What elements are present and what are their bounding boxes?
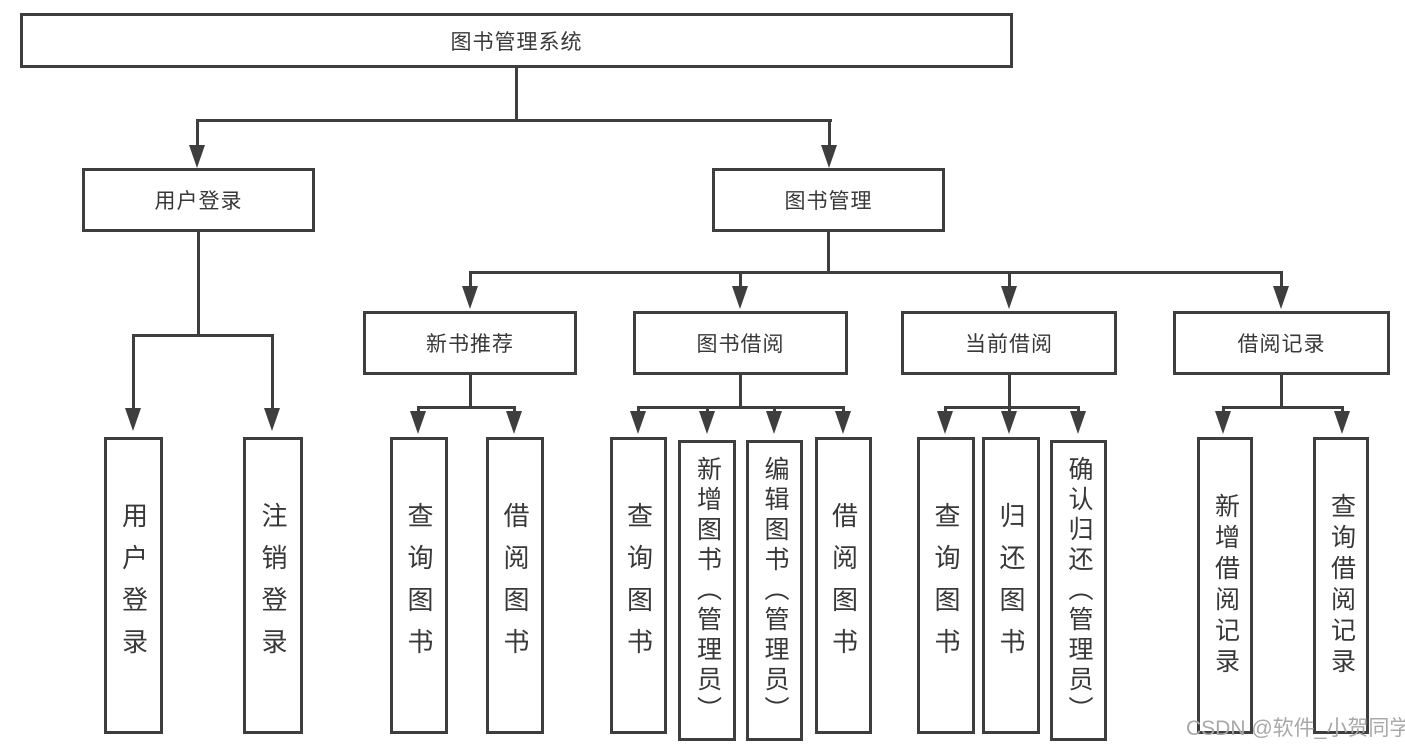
connector-line [132, 334, 274, 337]
node-new-book-recommendation: 新书推荐 [363, 311, 577, 375]
node-label: 图书借阅 [696, 333, 785, 356]
connector-line [469, 271, 1283, 274]
leaf-add-borrow-record: 新增借阅记录 [1197, 437, 1253, 734]
arrow-down-icon [1070, 411, 1086, 434]
arrow-down-icon [189, 145, 205, 168]
connector-line [515, 68, 518, 120]
connector-line [1222, 406, 1225, 414]
arrow-down-icon [410, 411, 426, 434]
node-label: 借阅记录 [1237, 333, 1326, 356]
leaf-label: 查询借阅记录 [1327, 492, 1356, 679]
node-label: 图书管理 [784, 190, 873, 213]
node-root: 图书管理系统 [20, 13, 1013, 68]
arrow-down-icon [264, 408, 280, 431]
connector-line [827, 232, 830, 274]
leaf-label: 查询图书 [623, 501, 654, 670]
connector-line [271, 334, 274, 408]
connector-line [1280, 375, 1283, 409]
connector-line [1008, 271, 1011, 287]
arrow-down-icon [1334, 411, 1350, 434]
leaf-label: 注销登录 [258, 501, 288, 670]
connector-line [417, 406, 420, 414]
leaf-query-books-current: 查询图书 [917, 437, 975, 734]
connector-line [773, 406, 776, 414]
connector-line [1077, 406, 1080, 414]
connector-line [944, 406, 947, 414]
leaf-borrow-books-recommend: 借阅图书 [486, 437, 544, 734]
connector-line [132, 334, 135, 408]
connector-line [196, 119, 199, 147]
leaf-label: 用户登录 [118, 501, 149, 670]
arrow-down-icon [1215, 411, 1231, 434]
node-book-management: 图书管理 [712, 168, 945, 232]
leaf-edit-books-admin: 编辑图书（管理员） [746, 440, 803, 741]
node-book-borrowing: 图书借阅 [633, 311, 848, 375]
node-label: 当前借阅 [965, 333, 1053, 356]
arrow-down-icon [821, 145, 837, 168]
connector-line [1280, 271, 1283, 287]
leaf-label: 归还图书 [996, 501, 1026, 670]
connector-line [196, 119, 832, 122]
leaf-query-books-recommend: 查询图书 [390, 437, 448, 734]
connector-line [469, 375, 472, 409]
node-current-borrowing: 当前借阅 [901, 311, 1117, 375]
node-user-login: 用户登录 [82, 168, 315, 232]
connector-line [944, 406, 1080, 409]
leaf-label: 确认归还（管理员） [1065, 455, 1093, 726]
arrow-down-icon [766, 411, 782, 434]
node-label: 新书推荐 [426, 333, 514, 356]
arrow-down-icon [462, 286, 478, 309]
leaf-return-books: 归还图书 [982, 437, 1040, 734]
leaf-confirm-return-admin: 确认归还（管理员） [1050, 440, 1107, 741]
leaf-add-books-admin: 新增图书（管理员） [678, 440, 736, 741]
leaf-label: 编辑图书（管理员） [761, 455, 789, 726]
leaf-label: 新增借阅记录 [1211, 492, 1240, 679]
leaf-label: 查询图书 [931, 501, 961, 670]
connector-line [1222, 406, 1344, 409]
arrow-down-icon [1001, 411, 1017, 434]
connector-line [637, 406, 640, 414]
arrow-down-icon [630, 411, 646, 434]
connector-line [197, 232, 200, 336]
arrow-down-icon [125, 408, 141, 431]
connector-line [739, 375, 742, 409]
arrow-down-icon [699, 411, 715, 434]
connector-line [417, 406, 516, 409]
arrow-down-icon [506, 411, 522, 434]
leaf-user-login: 用户登录 [104, 437, 163, 734]
leaf-label: 查询图书 [404, 501, 434, 670]
leaf-borrow-books-borrowing: 借阅图书 [815, 437, 872, 734]
arrow-down-icon [937, 411, 953, 434]
leaf-query-books-borrowing: 查询图书 [610, 437, 667, 734]
leaf-label: 借阅图书 [500, 501, 530, 670]
connector-line [1341, 406, 1344, 414]
connector-line [706, 406, 709, 414]
arrow-down-icon [835, 411, 851, 434]
arrow-down-icon [1001, 286, 1017, 309]
connector-line [637, 406, 845, 409]
node-borrowing-records: 借阅记录 [1173, 311, 1390, 375]
node-label: 图书管理系统 [450, 30, 583, 54]
leaf-label: 新增图书（管理员） [693, 455, 722, 726]
connector-line [1008, 406, 1011, 414]
leaf-logout: 注销登录 [243, 437, 303, 734]
leaf-label: 借阅图书 [828, 501, 859, 670]
connector-line [842, 406, 845, 414]
connector-line [828, 119, 831, 147]
arrow-down-icon [732, 286, 748, 309]
connector-line [469, 271, 472, 287]
connector-line [1008, 375, 1011, 409]
watermark: CSDN @软件_小贺同学 [1186, 717, 1405, 740]
leaf-query-borrow-record: 查询借阅记录 [1313, 437, 1369, 734]
arrow-down-icon [1273, 286, 1289, 309]
node-label: 用户登录 [154, 190, 243, 213]
connector-line [513, 406, 516, 414]
connector-line [739, 271, 742, 287]
